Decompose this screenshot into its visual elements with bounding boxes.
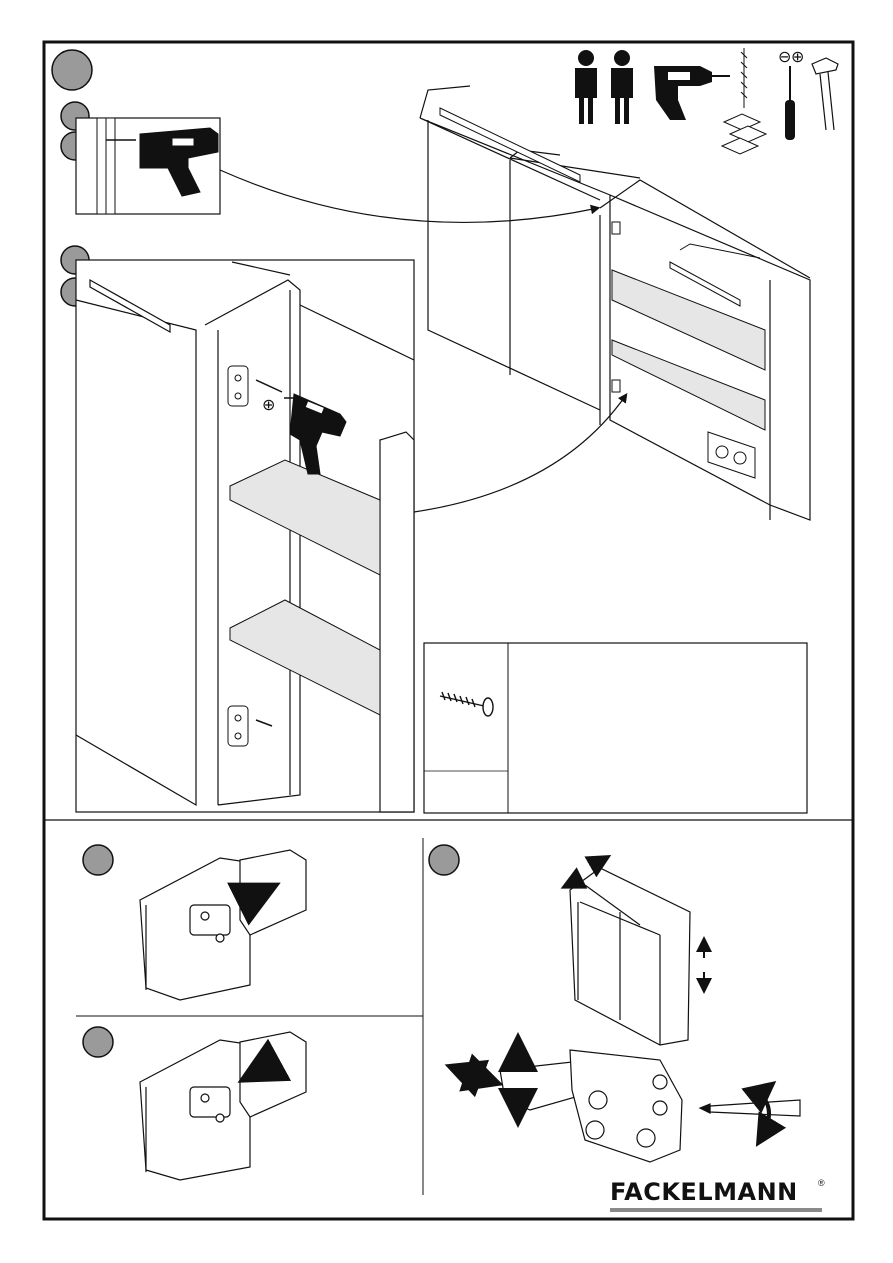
phillips-symbol: ⊕	[262, 395, 275, 414]
mounting-plate-top	[228, 366, 248, 406]
callout-line-drilling	[220, 170, 598, 222]
hinge-adjust-closeup	[500, 1050, 682, 1162]
brick-wall-icon	[722, 114, 766, 154]
hammer-icon	[812, 58, 838, 130]
step-badge-hinge-1	[83, 845, 113, 875]
two-persons-icon	[575, 50, 633, 124]
power-drill-icon	[654, 66, 730, 120]
hinge-detail-2	[140, 1032, 306, 1180]
brand-underline	[610, 1208, 822, 1212]
hinge-detail-1	[140, 850, 306, 1000]
mounting-plate-bottom	[228, 706, 248, 746]
masonry-drill-bit-icon	[741, 48, 747, 108]
screwdriver-adjust-icon	[700, 1086, 800, 1140]
shelves-overview	[612, 270, 765, 430]
socket-box	[708, 432, 755, 478]
callout-line-hinge	[414, 395, 626, 512]
step-badge-main	[52, 50, 92, 90]
registered-mark: ®	[818, 1178, 825, 1188]
minus-symbol: ⊖	[778, 47, 791, 66]
plus-symbol: ⊕	[791, 47, 804, 66]
wall-section	[97, 118, 115, 214]
step-badge-hinge-2	[83, 1027, 113, 1057]
cabinet-adjust-detail	[570, 868, 690, 1045]
step-badge-adjust	[429, 845, 459, 875]
hinge-markers-overview	[612, 222, 620, 392]
brand-name: FACKELMANN	[610, 1178, 798, 1206]
screwdriver-icon: ⊖ ⊕	[778, 47, 804, 140]
parts-table	[424, 643, 807, 813]
brand-logo: FACKELMANN ®	[610, 1178, 822, 1212]
